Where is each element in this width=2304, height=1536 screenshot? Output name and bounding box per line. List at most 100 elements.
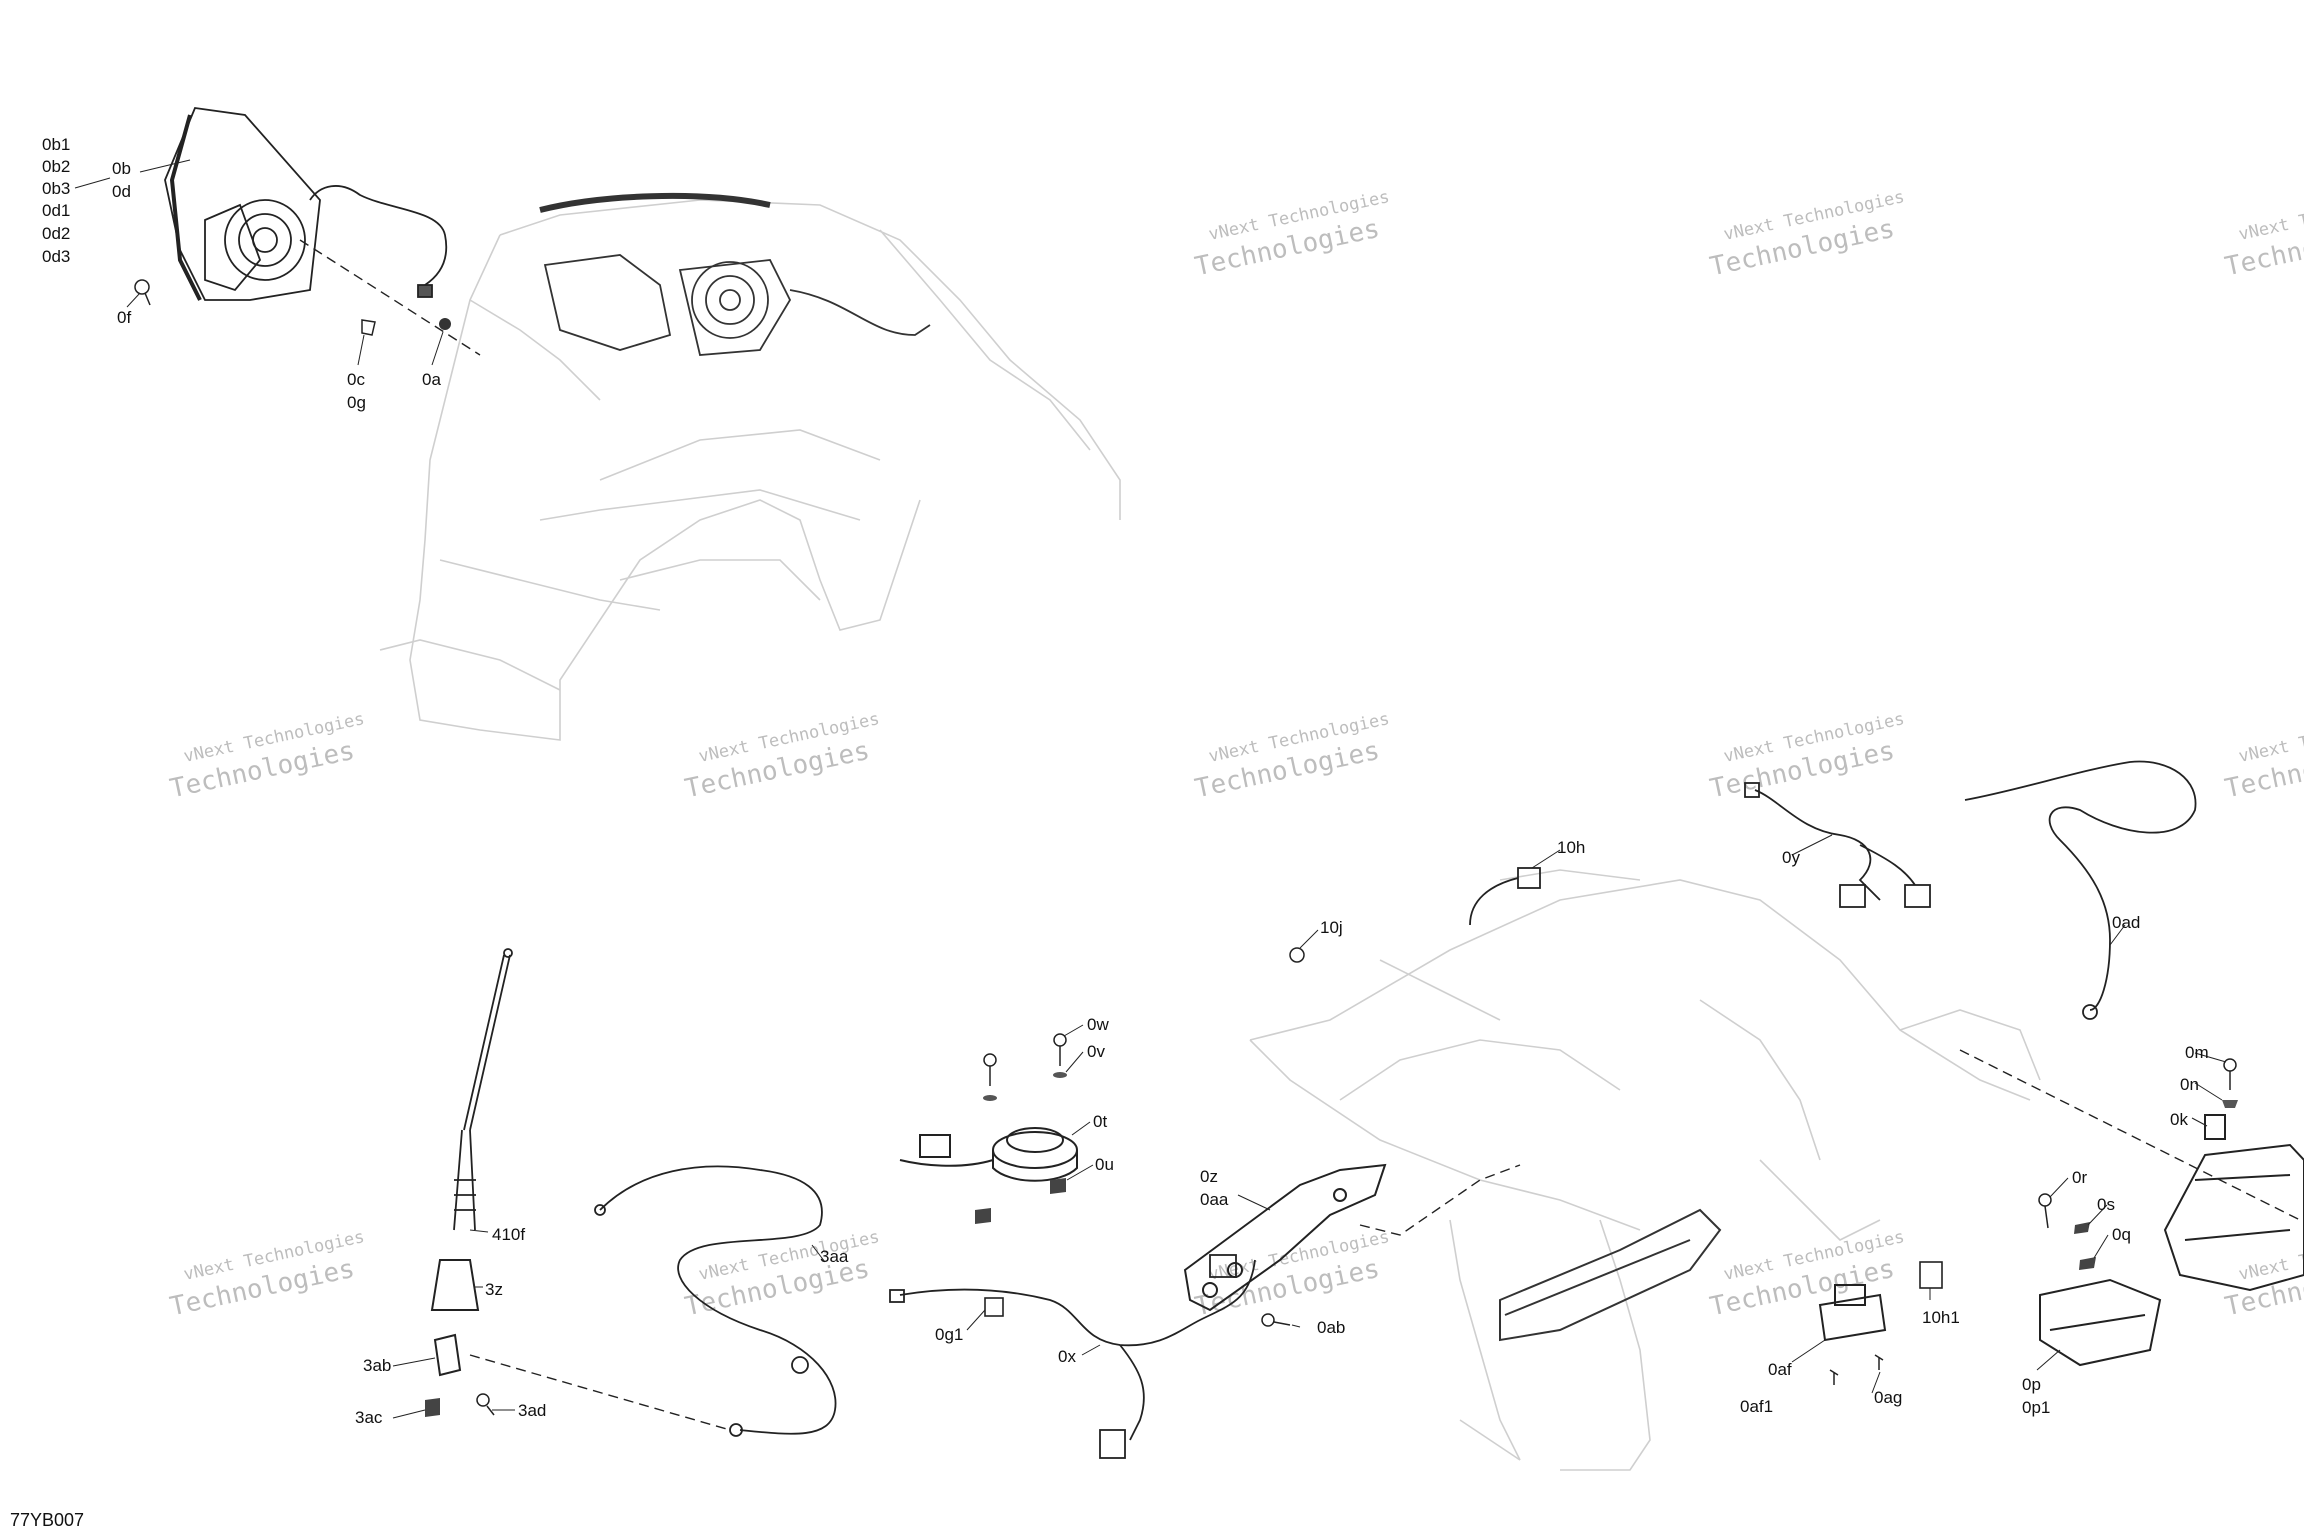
diagram-reference-id: 77YB007 bbox=[10, 1510, 85, 1530]
svg-text:vNext Technologies: vNext Technologies bbox=[2237, 709, 2304, 767]
callout-0ag: 0ag bbox=[1874, 1388, 1902, 1407]
callout-0d3: 0d3 bbox=[42, 247, 70, 266]
screw-0m bbox=[2223, 1058, 2237, 1090]
callout-0d2: 0d2 bbox=[42, 224, 70, 243]
antenna-base-3z bbox=[430, 1259, 480, 1311]
bracket-0z bbox=[1183, 1163, 1387, 1312]
callout-3ab: 3ab bbox=[363, 1356, 391, 1375]
dash-leader bbox=[1359, 1164, 1521, 1236]
callout-0b2: 0b2 bbox=[42, 157, 70, 176]
callout-0t: 0t bbox=[1093, 1112, 1107, 1131]
callout-0p1: 0p1 bbox=[2022, 1398, 2050, 1417]
clip-0c bbox=[361, 319, 376, 336]
watermark: vNext Technologies Technologies bbox=[682, 709, 881, 804]
callout-labels: 0b1 0b2 0b3 0d1 0d2 0d3 0b 0d 0f 0c 0g 0… bbox=[42, 135, 2209, 1427]
front-frame-outline bbox=[379, 199, 1121, 741]
callout-0v: 0v bbox=[1087, 1042, 1105, 1061]
callout-0y: 0y bbox=[1782, 848, 1800, 867]
callout-0x: 0x bbox=[1058, 1347, 1076, 1366]
watermark: vNext Technologies Technologies bbox=[2222, 709, 2304, 804]
callout-0w: 0w bbox=[1087, 1015, 1109, 1034]
tail-light-installed bbox=[1499, 1208, 1722, 1342]
callout-0q: 0q bbox=[2112, 1225, 2131, 1244]
screw-0ab bbox=[1261, 1313, 1291, 1327]
watermark: vNext Technologies Technologies bbox=[2222, 187, 2304, 282]
callout-10h: 10h bbox=[1557, 838, 1585, 857]
watermark: vNext Technologies Technologies bbox=[1192, 709, 1391, 804]
dash-leader bbox=[1959, 1049, 2301, 1221]
washer-0v bbox=[1053, 1072, 1067, 1078]
callout-0g1: 0g1 bbox=[935, 1325, 963, 1344]
nut-0a bbox=[439, 318, 451, 330]
callout-0n: 0n bbox=[2180, 1075, 2199, 1094]
license-light bbox=[2039, 1278, 2162, 1367]
callout-0f: 0f bbox=[117, 308, 131, 327]
watermark: vNext Technologies Technologies bbox=[167, 709, 366, 804]
callout-3z: 3z bbox=[485, 1280, 503, 1299]
callout-3ad: 3ad bbox=[518, 1401, 546, 1420]
rear-frame-outline bbox=[1249, 869, 2041, 1471]
nut-0u bbox=[1050, 1178, 1066, 1194]
svg-text:vNext Technologies: vNext Technologies bbox=[2237, 1227, 2304, 1285]
callout-3ac: 3ac bbox=[355, 1408, 383, 1427]
clamp-3ab bbox=[433, 1333, 462, 1377]
callout-leaders bbox=[74, 159, 2227, 1419]
tail-light-assembly bbox=[2163, 1114, 2304, 1292]
callout-410f: 410f bbox=[492, 1225, 525, 1244]
callout-0a: 0a bbox=[422, 370, 441, 389]
harness-0x bbox=[889, 1254, 1256, 1459]
nut-0s bbox=[2074, 1222, 2090, 1234]
headlight-installed bbox=[539, 192, 931, 356]
callout-10j: 10j bbox=[1320, 918, 1343, 937]
connector-10h bbox=[1469, 867, 1541, 926]
callout-0ad: 0ad bbox=[2112, 913, 2140, 932]
washer-0n bbox=[2222, 1100, 2238, 1108]
watermark: vNext Technologies Technologies bbox=[682, 1227, 881, 1322]
screw-0t-left bbox=[983, 1053, 997, 1086]
callout-0d1: 0d1 bbox=[42, 201, 70, 220]
dash-leader bbox=[469, 1354, 731, 1431]
washer-0v-left bbox=[983, 1095, 997, 1101]
screw-10j bbox=[1289, 947, 1305, 963]
callout-0ab: 0ab bbox=[1317, 1318, 1345, 1337]
callout-0u: 0u bbox=[1095, 1155, 1114, 1174]
callout-0c: 0c bbox=[347, 370, 365, 389]
callout-0r: 0r bbox=[2072, 1168, 2087, 1187]
callout-0b: 0b bbox=[112, 159, 131, 178]
harness-0ad bbox=[1964, 760, 2197, 1020]
svg-text:vNext Technologies: vNext Technologies bbox=[2237, 187, 2304, 245]
callout-0af1: 0af1 bbox=[1740, 1397, 1773, 1416]
callout-0d: 0d bbox=[112, 182, 131, 201]
screw-3ad bbox=[476, 1393, 495, 1416]
screw-0r bbox=[2038, 1193, 2052, 1229]
watermark: vNext Technologies Technologies bbox=[2222, 1227, 2304, 1322]
headlight-assembly bbox=[164, 107, 448, 301]
watermark: vNext Technologies Technologies bbox=[1192, 187, 1391, 282]
horn-0t bbox=[899, 1127, 1078, 1182]
callout-0af: 0af bbox=[1768, 1360, 1792, 1379]
callout-0g: 0g bbox=[347, 393, 366, 412]
callout-3aa: 3aa bbox=[820, 1247, 849, 1266]
connector-0g1 bbox=[984, 1297, 1004, 1317]
screw-0ag bbox=[1829, 1354, 1884, 1385]
watermark: vNext Technologies Technologies bbox=[167, 1227, 366, 1322]
callout-0z: 0z bbox=[1200, 1167, 1218, 1186]
nut-3ac bbox=[425, 1398, 440, 1417]
callout-0p: 0p bbox=[2022, 1375, 2041, 1394]
callout-0b1: 0b1 bbox=[42, 135, 70, 154]
clip-10h1 bbox=[1919, 1261, 1943, 1289]
reflector-bracket-0af bbox=[1818, 1284, 1887, 1342]
cable-3aa bbox=[594, 1165, 837, 1437]
callout-0s: 0s bbox=[2097, 1195, 2115, 1214]
harness-0y bbox=[1744, 782, 1931, 908]
watermark: vNext Technologies Technologies bbox=[1707, 187, 1906, 282]
callout-0b3: 0b3 bbox=[42, 179, 70, 198]
dash-leader bbox=[299, 239, 481, 356]
screw-0f bbox=[134, 279, 151, 306]
callout-10h1: 10h1 bbox=[1922, 1308, 1960, 1327]
screw-0w bbox=[1053, 1033, 1067, 1066]
watermark: vNext Technologies Technologies bbox=[1707, 709, 1906, 804]
antenna-410f bbox=[453, 948, 513, 1231]
nut-0q bbox=[2079, 1257, 2096, 1270]
